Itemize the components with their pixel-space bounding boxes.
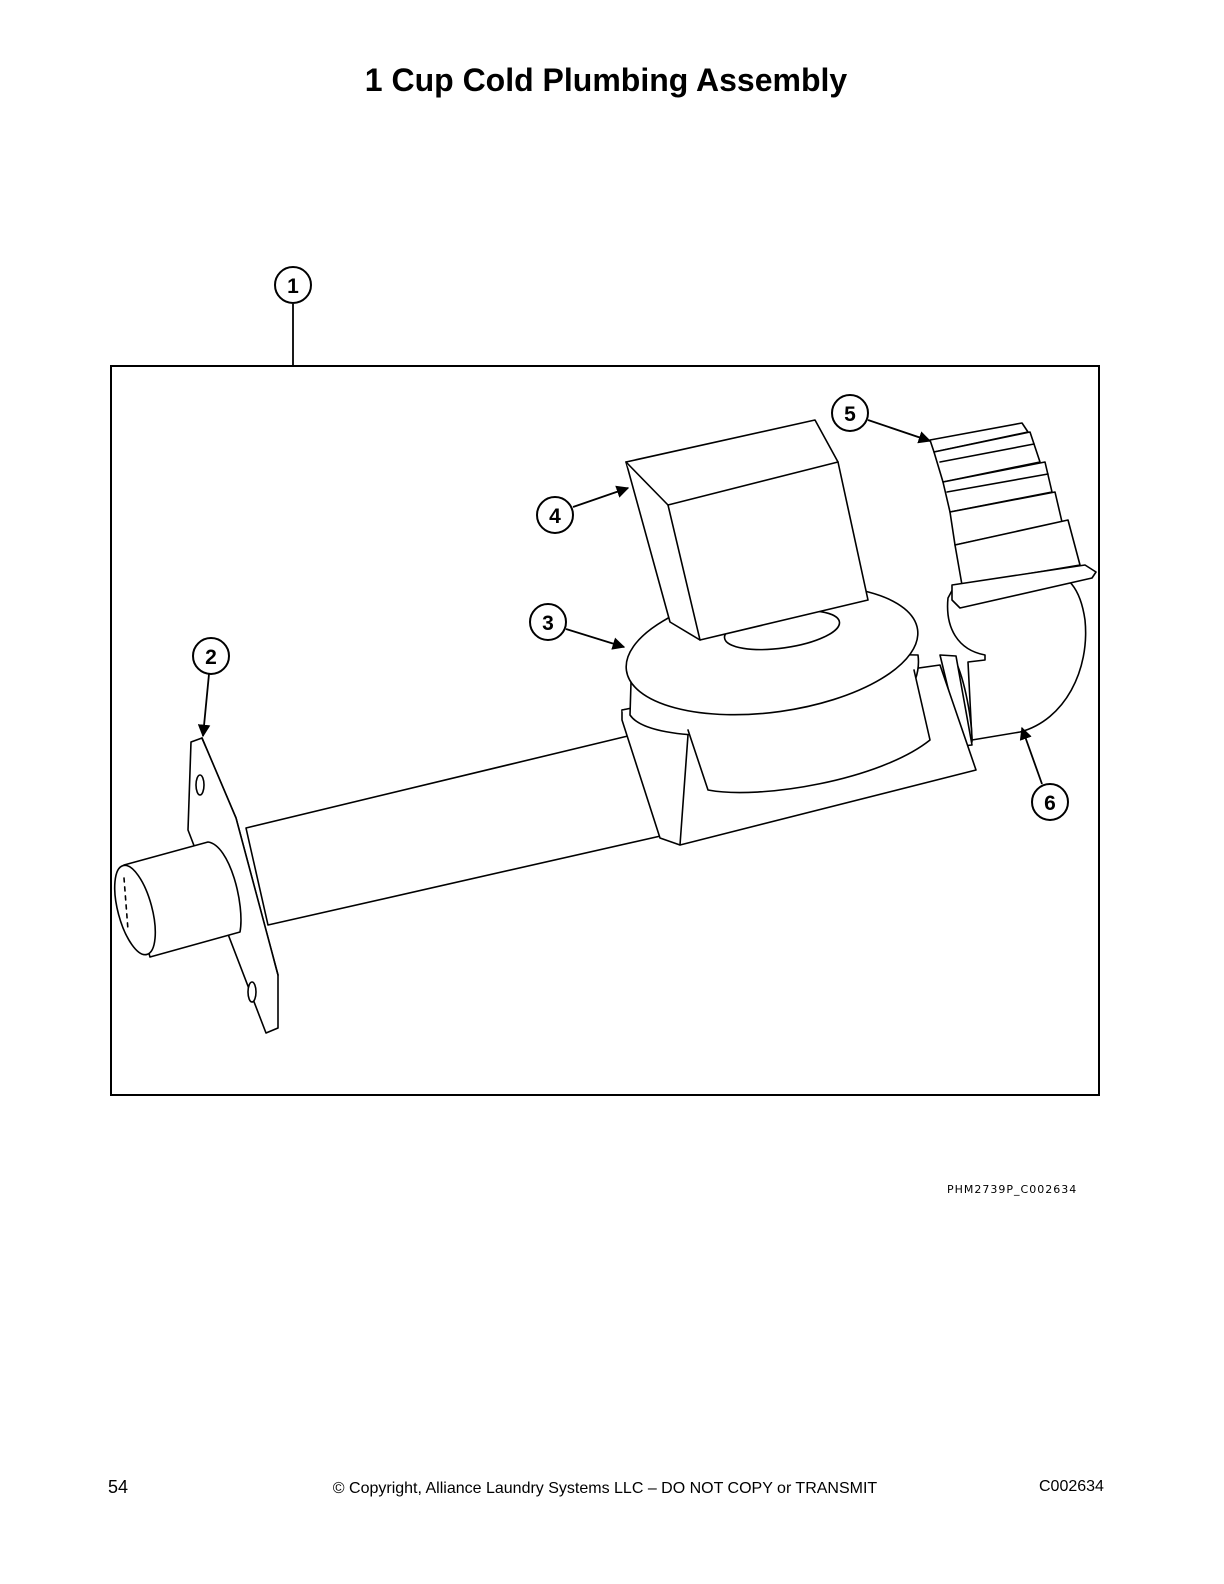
elbow-fitting bbox=[939, 574, 1087, 747]
callout-2 bbox=[192, 637, 230, 675]
callout-4-label: 4 bbox=[549, 505, 561, 528]
inlet-nozzle bbox=[113, 841, 242, 958]
copyright-notice: © Copyright, Alliance Laundry Systems LL… bbox=[332, 1480, 878, 1497]
assembly-frame bbox=[110, 365, 1100, 1096]
callout-2-label: 2 bbox=[205, 646, 217, 669]
callout-5 bbox=[831, 394, 869, 432]
solenoid-cap bbox=[625, 419, 869, 641]
callout-1-label: 1 bbox=[287, 275, 299, 298]
callout-5-label: 5 bbox=[844, 403, 856, 426]
page-number: 54 bbox=[108, 1477, 129, 1497]
document-code: C002634 bbox=[1039, 1478, 1104, 1495]
callout-3 bbox=[529, 603, 567, 641]
callout-6-label: 6 bbox=[1044, 792, 1056, 815]
callout-4 bbox=[536, 496, 574, 534]
hose-barb bbox=[929, 422, 1097, 609]
callout-6 bbox=[1031, 783, 1069, 821]
callout-1 bbox=[274, 266, 312, 304]
figure-code: PHM2739P_C002634 bbox=[947, 1183, 1078, 1196]
page-title: 1 Cup Cold Plumbing Assembly bbox=[364, 62, 848, 98]
callout-3-label: 3 bbox=[542, 612, 554, 635]
supply-pipe bbox=[245, 734, 667, 926]
